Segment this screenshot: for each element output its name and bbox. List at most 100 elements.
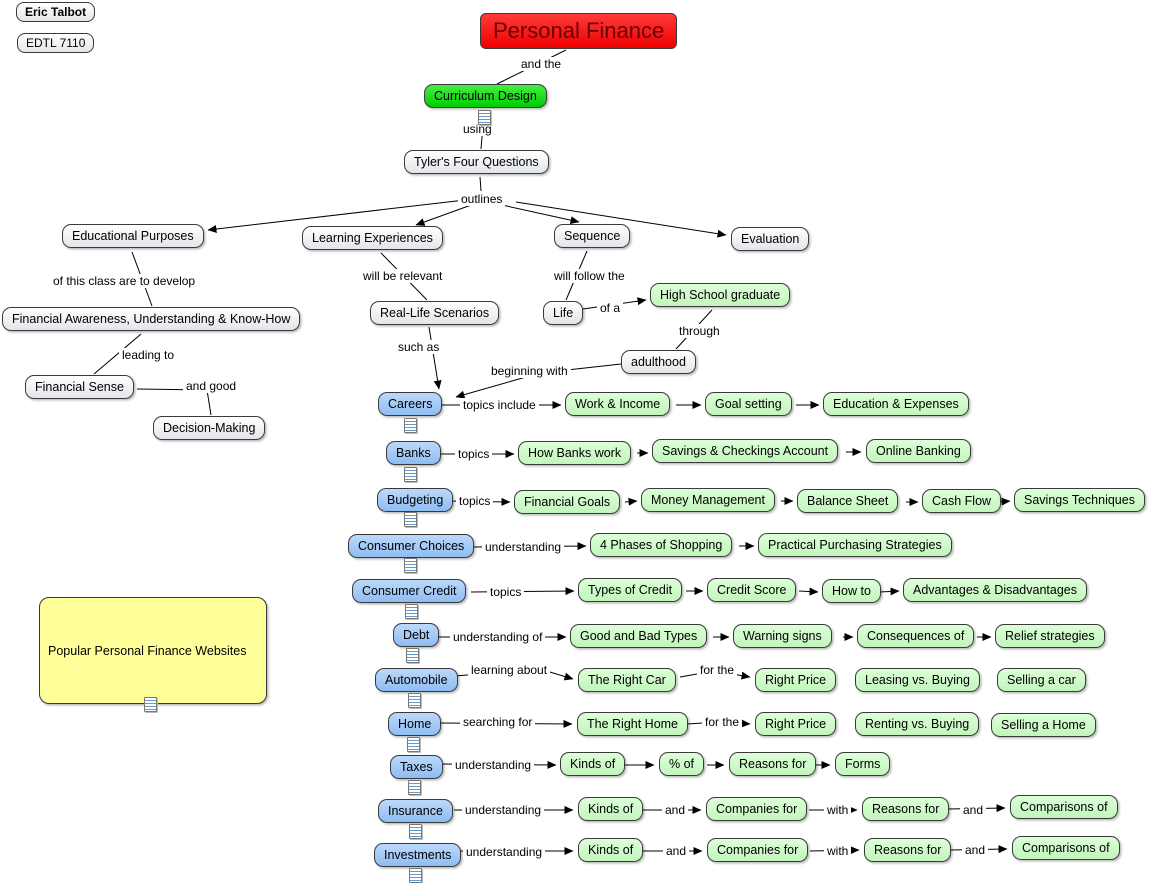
node-the-right-car[interactable]: The Right Car <box>578 668 676 692</box>
node-popular-websites[interactable]: Popular Personal Finance Websites <box>39 597 267 704</box>
node-automobile[interactable]: Automobile <box>375 668 458 692</box>
link-outlines[interactable]: outlines <box>458 192 506 206</box>
node-warning-signs[interactable]: Warning signs <box>733 624 832 648</box>
node-evaluation[interactable]: Evaluation <box>731 227 810 251</box>
node-taxes[interactable]: Taxes <box>390 755 443 779</box>
resource-icon-home[interactable] <box>407 737 420 752</box>
node-consumer-credit[interactable]: Consumer Credit <box>352 579 467 603</box>
node-budgeting[interactable]: Budgeting <box>377 488 454 512</box>
link-topics-banks[interactable]: topics <box>455 447 493 461</box>
node-insurance[interactable]: Insurance <box>378 799 453 823</box>
resource-icon-investments[interactable] <box>409 868 422 883</box>
link-learning-about[interactable]: learning about <box>468 663 551 677</box>
node-types-of-credit[interactable]: Types of Credit <box>578 578 683 602</box>
node-how-banks-work[interactable]: How Banks work <box>518 441 632 465</box>
link-understanding-of-debt[interactable]: understanding of <box>450 630 546 644</box>
node-right-price-car[interactable]: Right Price <box>755 668 837 692</box>
link-and-insurance-2[interactable]: and <box>960 803 987 817</box>
node-educational-purposes[interactable]: Educational Purposes <box>62 224 204 248</box>
node-financial-goals[interactable]: Financial Goals <box>514 490 621 514</box>
node-savings-checkings-account[interactable]: Savings & Checkings Account <box>652 439 839 463</box>
node-forms[interactable]: Forms <box>835 752 891 776</box>
node-adulthood[interactable]: adulthood <box>621 350 696 374</box>
resource-icon-debt[interactable] <box>406 648 419 663</box>
node-banks[interactable]: Banks <box>386 441 441 465</box>
resource-icon-curriculum-design[interactable] <box>478 110 491 125</box>
node-selling-a-car[interactable]: Selling a car <box>997 668 1086 692</box>
node-reasons-for-taxes[interactable]: Reasons for <box>729 752 817 776</box>
node-four-phases-of-shopping[interactable]: 4 Phases of Shopping <box>590 533 733 557</box>
node-careers[interactable]: Careers <box>378 392 443 416</box>
node-money-management[interactable]: Money Management <box>641 488 775 512</box>
link-leading-to[interactable]: leading to <box>119 348 178 362</box>
link-understanding-investments[interactable]: understanding <box>463 845 546 859</box>
resource-icon-careers[interactable] <box>404 418 417 433</box>
node-kinds-of-insurance[interactable]: Kinds of <box>578 797 644 821</box>
node-renting-vs-buying[interactable]: Renting vs. Buying <box>855 712 980 736</box>
node-how-to[interactable]: How to <box>822 579 881 603</box>
link-for-the-car[interactable]: for the <box>697 663 738 677</box>
node-comparisons-of-insurance[interactable]: Comparisons of <box>1010 795 1118 819</box>
link-understanding-choices[interactable]: understanding <box>482 540 565 554</box>
node-financial-sense[interactable]: Financial Sense <box>25 375 134 399</box>
link-topics-budgeting[interactable]: topics <box>456 494 494 508</box>
node-consequences-of[interactable]: Consequences of <box>857 624 975 648</box>
link-understanding-insurance[interactable]: understanding <box>462 803 545 817</box>
node-right-price-home[interactable]: Right Price <box>755 712 837 736</box>
node-goal-setting[interactable]: Goal setting <box>705 392 792 416</box>
node-companies-for-insurance[interactable]: Companies for <box>706 797 808 821</box>
link-topics-credit[interactable]: topics <box>487 585 525 599</box>
node-work-income[interactable]: Work & Income <box>565 392 671 416</box>
node-kinds-of-taxes[interactable]: Kinds of <box>560 752 626 776</box>
node-companies-for-investments[interactable]: Companies for <box>707 838 809 862</box>
node-the-right-home[interactable]: The Right Home <box>577 712 689 736</box>
node-selling-a-home[interactable]: Selling a Home <box>991 713 1096 737</box>
node-reasons-for-insurance[interactable]: Reasons for <box>862 797 950 821</box>
resource-icon-budgeting[interactable] <box>404 512 417 527</box>
link-and-insurance-1[interactable]: and <box>662 803 689 817</box>
node-home[interactable]: Home <box>388 712 442 736</box>
link-will-follow-the[interactable]: will follow the <box>551 269 628 283</box>
node-life[interactable]: Life <box>543 301 584 325</box>
link-and-investments-1[interactable]: and <box>663 844 690 858</box>
node-debt[interactable]: Debt <box>393 623 440 647</box>
link-with-insurance[interactable]: with <box>824 803 852 817</box>
node-author[interactable]: Eric Talbot <box>16 2 96 22</box>
node-education-expenses[interactable]: Education & Expenses <box>823 392 969 416</box>
link-for-the-home[interactable]: for the <box>702 715 743 729</box>
node-comparisons-of-investments[interactable]: Comparisons of <box>1012 836 1120 860</box>
link-and-good[interactable]: and good <box>183 379 240 393</box>
node-curriculum-design[interactable]: Curriculum Design <box>424 84 547 108</box>
link-understanding-taxes[interactable]: understanding <box>452 758 535 772</box>
node-cash-flow[interactable]: Cash Flow <box>922 489 1002 513</box>
resource-icon-taxes[interactable] <box>408 780 421 795</box>
link-will-be-relevant[interactable]: will be relevant <box>360 269 446 283</box>
node-financial-awareness[interactable]: Financial Awareness, Understanding & Kno… <box>2 307 301 331</box>
link-of-a[interactable]: of a <box>597 301 624 315</box>
resource-icon-consumer-choices[interactable] <box>404 558 417 573</box>
link-develop[interactable]: of this class are to develop <box>50 274 199 288</box>
node-sequence[interactable]: Sequence <box>554 224 631 248</box>
node-investments[interactable]: Investments <box>374 843 462 867</box>
resource-icon-websites[interactable] <box>144 697 157 712</box>
node-decision-making[interactable]: Decision-Making <box>153 416 266 440</box>
link-using[interactable]: using <box>460 122 495 136</box>
resource-icon-banks[interactable] <box>404 467 417 482</box>
link-and-the[interactable]: and the <box>518 57 565 71</box>
node-real-life-scenarios[interactable]: Real-Life Scenarios <box>370 301 500 325</box>
resource-icon-automobile[interactable] <box>408 693 421 708</box>
node-high-school-graduate[interactable]: High School graduate <box>650 283 791 307</box>
node-savings-techniques[interactable]: Savings Techniques <box>1014 488 1145 512</box>
node-percent-of[interactable]: % of <box>659 752 705 776</box>
link-such-as[interactable]: such as <box>395 340 443 354</box>
link-with-investments[interactable]: with <box>824 844 852 858</box>
node-good-and-bad-types[interactable]: Good and Bad Types <box>570 624 708 648</box>
node-online-banking[interactable]: Online Banking <box>866 439 971 463</box>
node-reasons-for-investments[interactable]: Reasons for <box>864 838 952 862</box>
link-through[interactable]: through <box>676 324 723 338</box>
node-learning-experiences[interactable]: Learning Experiences <box>302 226 443 250</box>
link-beginning-with[interactable]: beginning with <box>488 364 571 378</box>
link-and-investments-2[interactable]: and <box>962 843 989 857</box>
node-relief-strategies[interactable]: Relief strategies <box>995 624 1105 648</box>
link-searching-for[interactable]: searching for <box>460 715 536 729</box>
